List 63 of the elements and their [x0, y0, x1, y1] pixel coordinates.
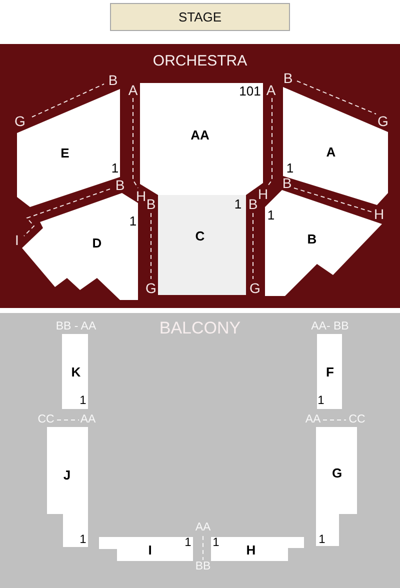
row-label: B	[115, 178, 125, 192]
seating-section	[283, 87, 388, 205]
section-label: H	[246, 544, 256, 556]
row-label: G	[378, 114, 388, 128]
seating-section	[316, 427, 357, 546]
row-label: H	[136, 189, 146, 203]
row-label: A	[128, 83, 138, 97]
section-label: E	[60, 146, 70, 160]
stage-box	[110, 3, 290, 31]
row-label: G	[14, 114, 26, 128]
seat-number: 1	[184, 536, 192, 548]
section-label: AA	[190, 128, 210, 142]
seat-number: 1	[318, 533, 326, 545]
section-label: I	[148, 544, 152, 556]
row-label: BB	[195, 561, 211, 573]
row-label: AA	[195, 522, 211, 534]
seat-number: 1	[80, 394, 86, 406]
row-label: AA- BB	[311, 321, 349, 333]
seat-number: 1	[267, 208, 275, 222]
seating-section	[158, 195, 246, 295]
row-label: CC	[348, 414, 366, 426]
row-label: B	[248, 197, 258, 211]
seat-number: 1	[318, 394, 324, 406]
seating-section	[265, 190, 382, 296]
row-label: B	[108, 73, 118, 87]
seat-number: 1	[129, 214, 137, 228]
section-label: F	[326, 366, 334, 378]
row-label: I	[15, 233, 19, 247]
seat-number: 1	[80, 533, 86, 545]
seating-area	[0, 313, 400, 588]
section-label: D	[92, 236, 102, 250]
section-label: K	[71, 366, 81, 378]
row-label: H	[258, 187, 268, 201]
row-label: B	[282, 176, 292, 190]
seating-area	[0, 44, 400, 308]
area-title: ORCHESTRA	[152, 54, 248, 68]
row-label: CC	[38, 414, 54, 426]
row-label: B	[146, 197, 156, 211]
seating-section	[47, 427, 88, 547]
section-label: J	[63, 468, 71, 482]
section-label: B	[307, 232, 317, 246]
seat-number: 1	[212, 536, 220, 548]
row-label: G	[250, 281, 260, 295]
row-label: AA	[305, 414, 321, 426]
stage-label: STAGE	[178, 10, 222, 24]
seat-number: 1	[111, 162, 119, 174]
row-label: AA	[80, 414, 96, 426]
row-label: A	[266, 83, 276, 97]
section-label: A	[326, 146, 336, 158]
section-label: C	[195, 230, 205, 242]
seating-section	[99, 537, 193, 561]
row-label: H	[374, 207, 384, 221]
seating-section	[317, 334, 342, 409]
seat-number: 1	[234, 198, 242, 210]
row-label: G	[146, 281, 156, 295]
row-label: BB - AA	[56, 321, 96, 333]
section-label: G	[332, 466, 342, 480]
seating-section	[211, 537, 304, 561]
seating-section	[22, 193, 138, 300]
seat-number: 101	[239, 84, 261, 98]
seat-number: 1	[286, 162, 294, 174]
seating-section	[62, 334, 88, 409]
row-label: B	[283, 71, 293, 85]
